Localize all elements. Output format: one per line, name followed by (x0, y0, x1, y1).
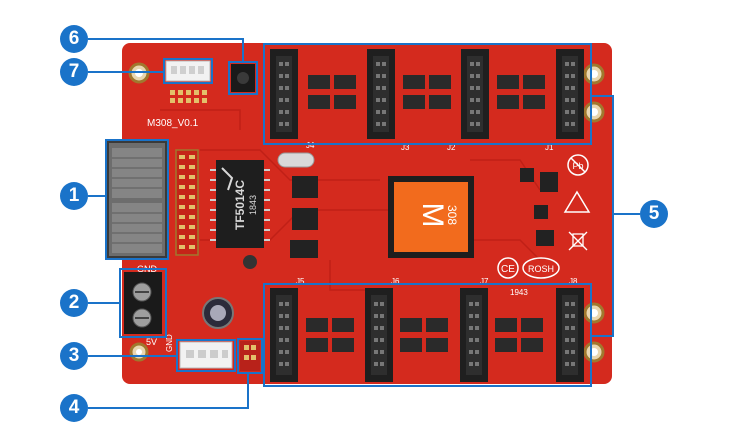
ce-mark: CE (501, 264, 515, 275)
hub-connector-j8 (556, 288, 584, 382)
callout-6: 6 (60, 25, 88, 53)
chip-brand-label: M (416, 203, 449, 228)
pin-header-top (170, 90, 207, 103)
small-ics (243, 168, 558, 269)
callout-1: 1 (60, 182, 88, 210)
jumper-header (240, 341, 260, 371)
hub-connector-j1 (556, 49, 584, 139)
highlight-box-jumper (237, 338, 263, 374)
pin-header-left (175, 149, 199, 256)
callout-7: 7 (60, 58, 88, 86)
pcb-board (122, 43, 612, 384)
test-button (231, 64, 255, 92)
electrolytic-capacitor (202, 297, 234, 329)
power-terminal (124, 272, 162, 334)
crystal-oscillator (277, 152, 315, 168)
top-hub-connectors: J4 J3 J2 J1 (270, 49, 584, 152)
callout-3: 3 (60, 342, 88, 370)
leader-lines (88, 38, 640, 409)
board-model-label: M308_V0.1 (147, 118, 199, 129)
transformer-label-code: 1843 (248, 195, 258, 215)
hub-connector-j6 (365, 288, 393, 382)
connector-label-j5: J5 (296, 277, 305, 286)
highlight-box-ethernet (105, 139, 169, 260)
white-header-connector (165, 60, 211, 82)
gnd-label-bottom: GND (165, 334, 174, 352)
power-connector-white (179, 341, 233, 369)
hub-connector-j5 (270, 288, 298, 382)
connector-label-j1: J1 (545, 143, 554, 152)
bottom-code-label: 1943 (510, 288, 528, 297)
rohs-mark: ROSH (528, 264, 554, 274)
connector-label-j6: J6 (391, 277, 400, 286)
connector-label-j8: J8 (569, 277, 578, 286)
transformer-label-model: TF5014C (233, 180, 247, 230)
hub-connector-j4 (270, 49, 298, 139)
hub-connector-j2 (461, 49, 489, 139)
connector-label-j4: J4 (306, 141, 315, 150)
bottom-hub-connectors: J5 J6 J7 J8 1943 (270, 277, 584, 382)
hub-connector-j3 (367, 49, 395, 139)
five-v-label: 5V (146, 337, 157, 347)
connector-label-j2: J2 (447, 143, 456, 152)
callout-2: 2 (60, 289, 88, 317)
certification-marks: CE ROSH Pb (497, 154, 591, 279)
callout-4: 4 (60, 394, 88, 422)
chip-model-label: 308 (445, 205, 459, 225)
hub-connector-j7 (460, 288, 488, 382)
highlight-box-top-connectors (263, 43, 592, 145)
connector-label-j7: J7 (480, 277, 489, 286)
connector-label-j3: J3 (401, 143, 410, 152)
ethernet-ports (107, 141, 167, 258)
callout-5: 5 (640, 200, 668, 228)
network-transformer: TF5014C 1843 (210, 160, 270, 248)
main-controller-chip: M 308 (388, 176, 474, 258)
